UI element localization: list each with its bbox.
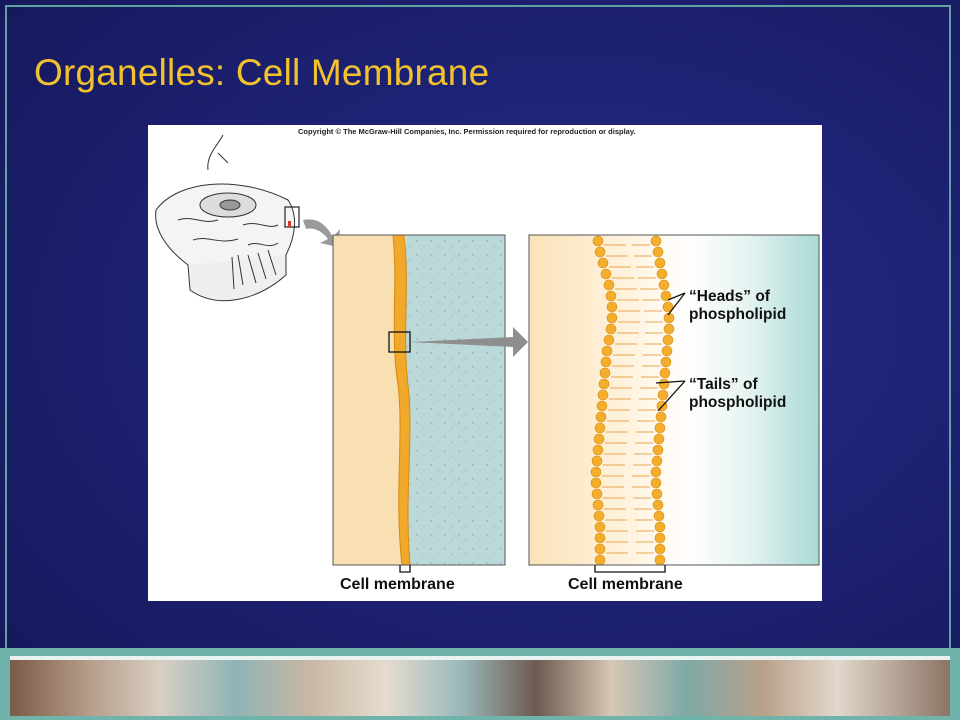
figure-illustration [155, 134, 820, 573]
cell-membrane-figure: Copyright © The McGraw-Hill Companies, I… [148, 125, 822, 601]
heads-label-line2: phospholipid [689, 306, 787, 323]
left-membrane-panel [332, 234, 506, 573]
heads-label-line1: “Heads” of [689, 288, 770, 305]
left-cell-membrane-label: Cell membrane [340, 576, 455, 593]
tails-label-line1: “Tails” of [689, 376, 758, 393]
slide-title: Organelles: Cell Membrane [34, 52, 490, 93]
right-cell-membrane-label: Cell membrane [568, 576, 683, 593]
copyright-notice: Copyright © The McGraw-Hill Companies, I… [298, 127, 636, 136]
tails-label: “Tails” of phospholipid [689, 376, 786, 412]
footer-highlight [10, 656, 950, 660]
magnify-arrow-icon [410, 327, 528, 357]
heads-label: “Heads” of phospholipid [689, 288, 786, 324]
right-membrane-panel [528, 234, 820, 573]
tails-label-line2: phospholipid [689, 394, 787, 411]
footer-photo-strip [10, 660, 950, 716]
cell-sketch-icon [155, 134, 300, 302]
zoom-arrow-icon [303, 219, 340, 247]
